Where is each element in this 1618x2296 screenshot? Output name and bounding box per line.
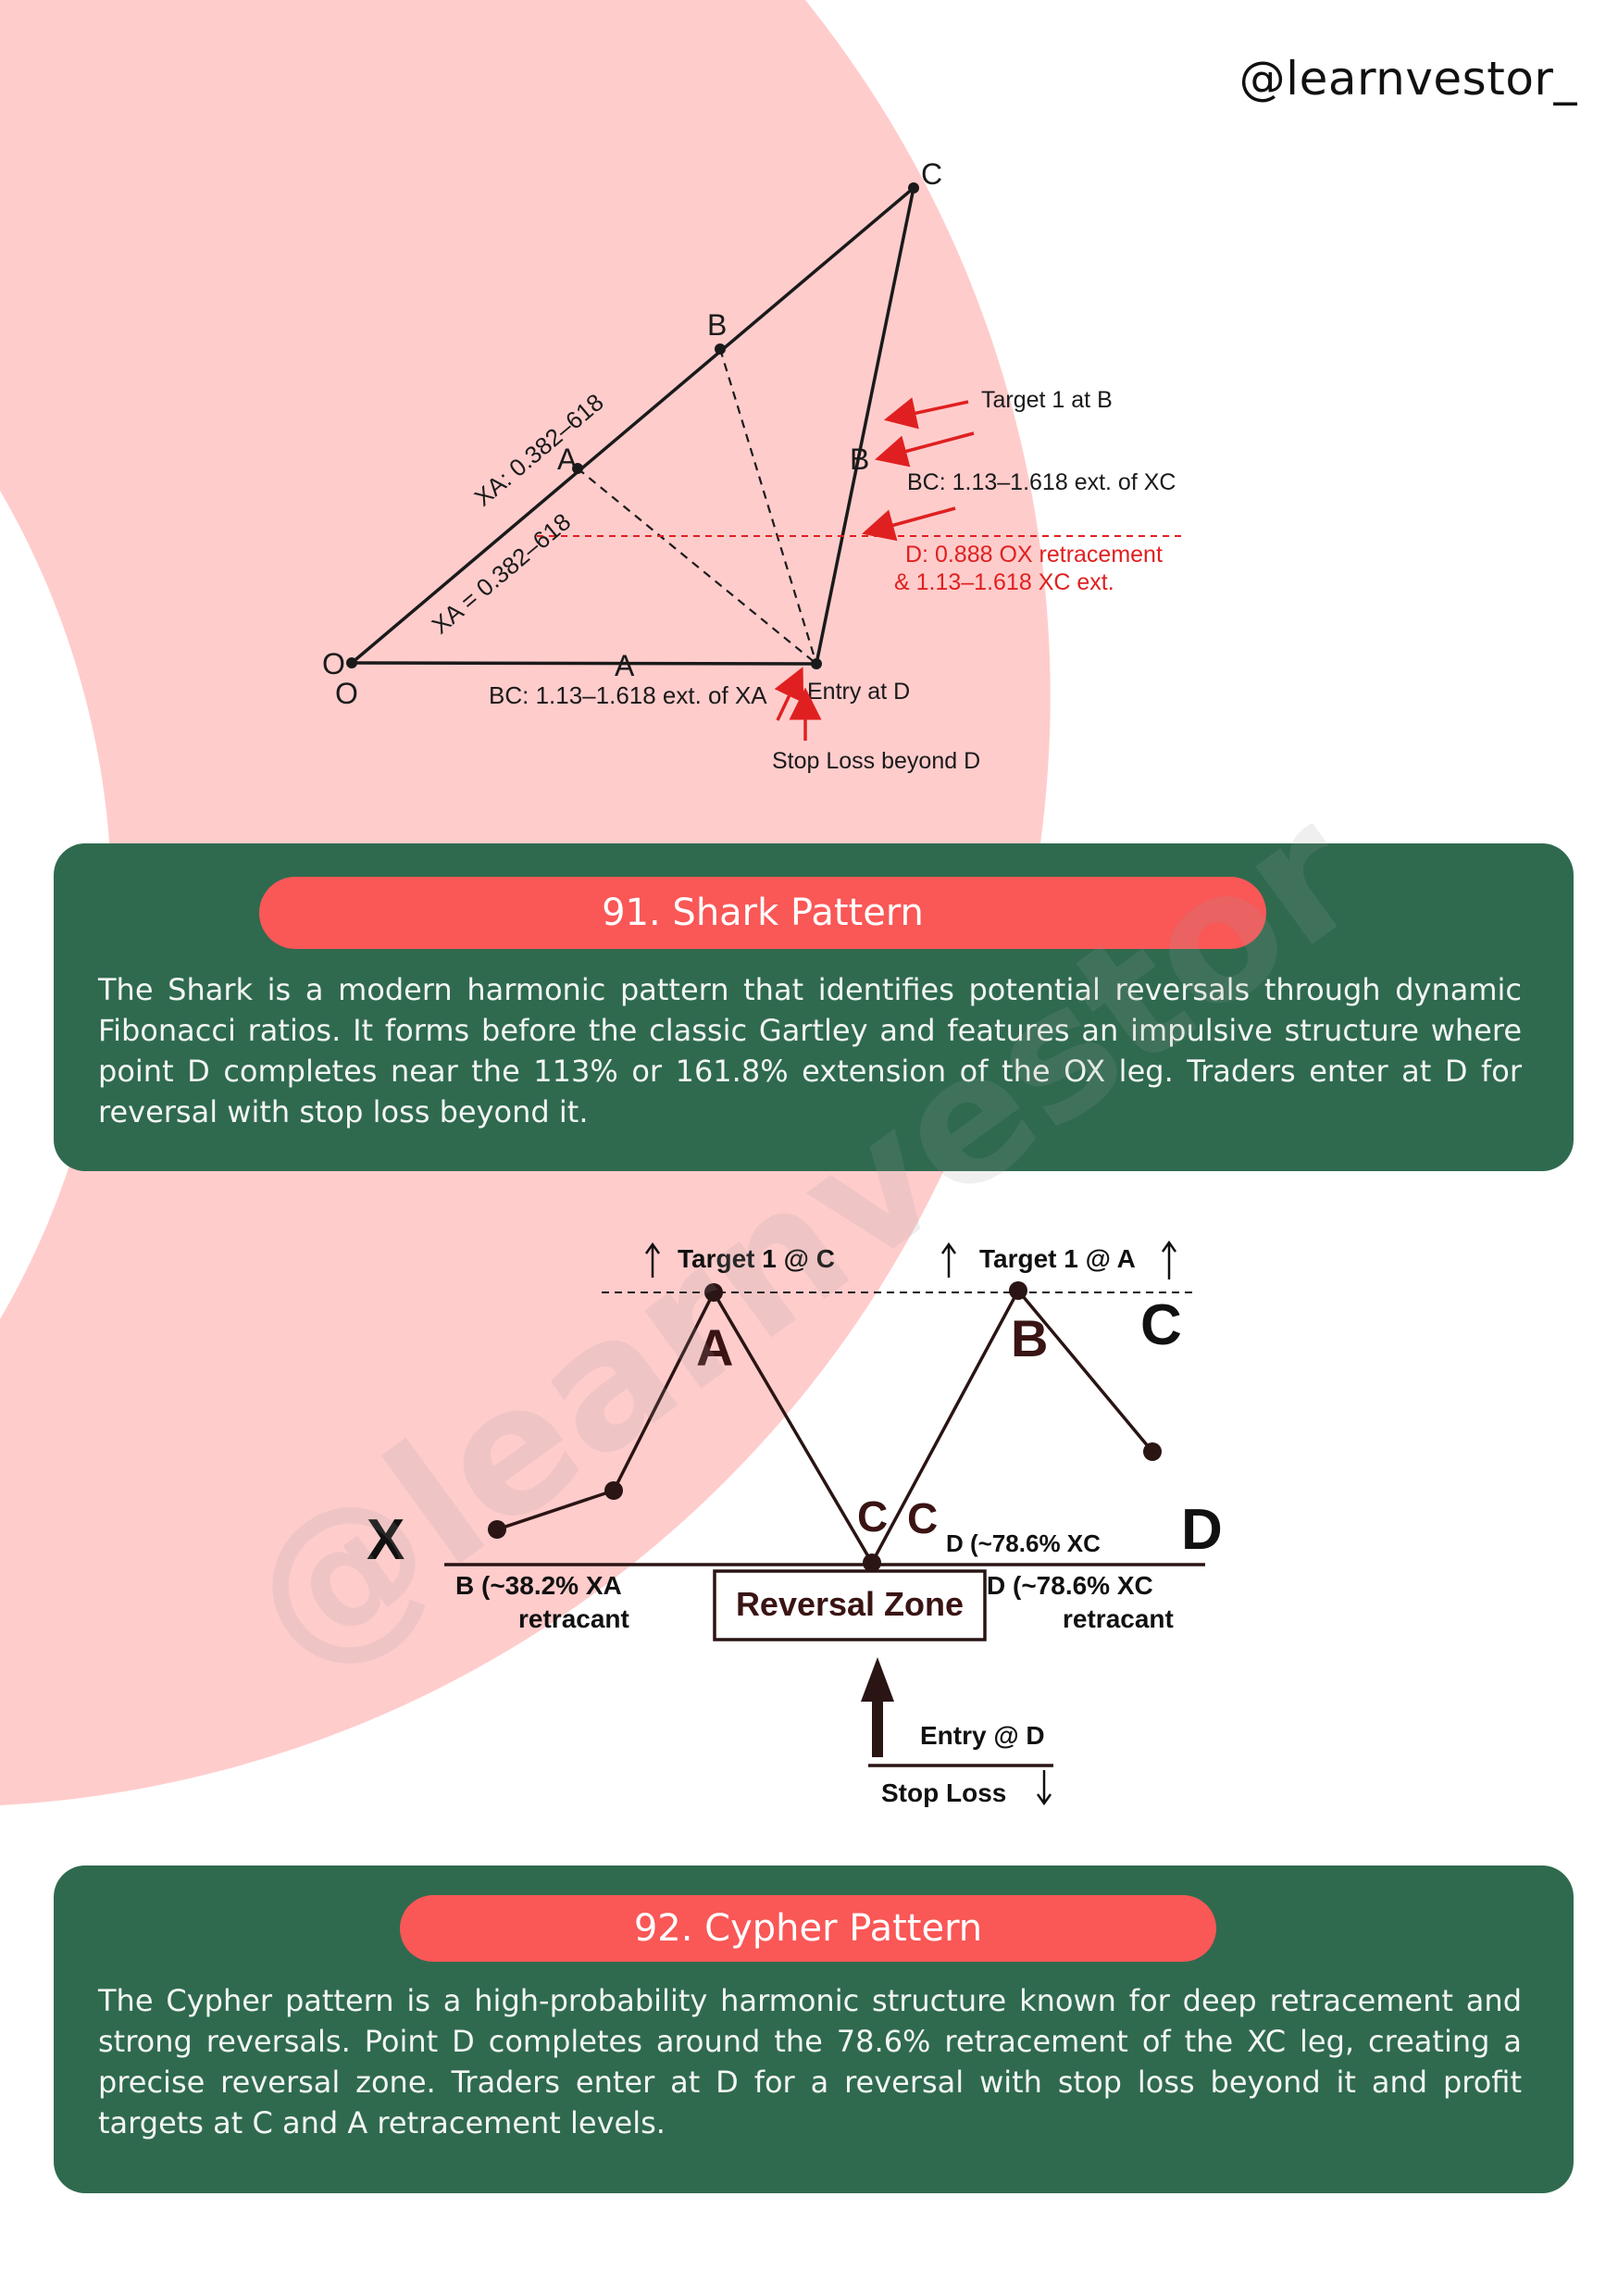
shark-pattern-diagram: C B A O O A B XA: 0.382–618 XA = 0.382–6… (322, 157, 1185, 774)
cypher-point-a (704, 1283, 723, 1302)
shark-label-b-leg: B (850, 443, 869, 476)
shark-dash-b-d (718, 348, 818, 665)
cypher-description: The Cypher pattern is a high-probability… (98, 1983, 1522, 2140)
author-handle: @learnvestor_ (1238, 52, 1577, 106)
shark-d-label-2: & 1.13–1.618 XC ext. (894, 569, 1114, 595)
cypher-label-b: B (1011, 1309, 1048, 1367)
cypher-pattern-diagram: X A B C D C C Target 1 @ C Target 1 @ A … (367, 1240, 1223, 1807)
shark-entry-arrow (774, 667, 804, 721)
cypher-label-c2: C (907, 1494, 938, 1542)
cypher-b-label-1: B (~38.2% XA (455, 1571, 622, 1600)
shark-title-pill: 91. Shark Pattern (259, 877, 1266, 949)
cypher-entry-arrowhead (861, 1657, 894, 1702)
shark-target-arrow (883, 397, 969, 430)
shark-description: The Shark is a modern harmonic pattern t… (98, 972, 1522, 1129)
cypher-reversal-zone-box (713, 1569, 987, 1641)
shark-point-a (572, 463, 583, 474)
cypher-point-c (863, 1554, 881, 1572)
cypher-label-c-big: C (1140, 1293, 1182, 1357)
shark-label-b-top: B (707, 308, 727, 342)
shark-point-c (908, 182, 919, 193)
shark-leg-c-d (815, 187, 915, 665)
cypher-point-b (1009, 1281, 1027, 1300)
shark-point-o (346, 657, 357, 668)
shark-d-arrow (862, 506, 956, 542)
cypher-entry-label: Entry @ D (920, 1721, 1045, 1750)
shark-stop-label: Stop Loss beyond D (772, 748, 980, 774)
cypher-entry-arrow-shaft (872, 1698, 883, 1757)
shark-xa-lower-label: XA = 0.382–618 (427, 507, 577, 639)
cypher-b-label-2: retracant (518, 1604, 629, 1633)
cypher-label-a: A (696, 1318, 733, 1377)
cypher-label-c1: C (857, 1492, 888, 1541)
shark-point-b (715, 343, 726, 355)
shark-label-o2: O (335, 677, 358, 710)
shark-xa-upper-label: XA: 0.382–618 (469, 388, 609, 512)
cypher-point-x2 (604, 1481, 623, 1500)
cypher-point-x (488, 1520, 506, 1539)
cypher-d-label-2: retracant (1063, 1604, 1174, 1633)
cypher-title-pill: 92. Cypher Pattern (400, 1895, 1216, 1962)
cypher-target-c-label: Target 1 @ C (678, 1244, 835, 1273)
shark-entry-label: Entry at D (807, 679, 910, 705)
cypher-description-card: 92. Cypher Pattern The Cypher pattern is… (54, 1866, 1574, 2193)
shark-bc-xa-label: BC: 1.13–1.618 ext. of XA (489, 681, 767, 709)
shark-leg-o-c (350, 186, 915, 665)
shark-d-label-1: D: 0.888 OX retracement (905, 542, 1163, 568)
cypher-stop-label: Stop Loss (881, 1778, 1006, 1807)
shark-description-card: 91. Shark Pattern The Shark is a modern … (54, 843, 1574, 1171)
shark-bc-arrow (875, 431, 975, 468)
shark-dash-a-d (577, 468, 817, 665)
shark-point-d (811, 658, 822, 669)
shark-label-a-bottom: A (615, 649, 635, 682)
shark-leg-o-d (351, 661, 817, 666)
shark-target-label: Target 1 at B (981, 387, 1113, 413)
cypher-d-label-1: D (~78.6% XC (987, 1571, 1153, 1600)
cypher-label-d: D (1181, 1498, 1223, 1562)
cypher-point-end (1143, 1442, 1162, 1461)
cypher-d-upper-label: D (~78.6% XC (946, 1529, 1101, 1557)
shark-label-o1: O (322, 647, 345, 680)
cypher-target-a-label: Target 1 @ A (979, 1244, 1136, 1273)
shark-bc-xc-label: BC: 1.13–1.618 ext. of XC (907, 469, 1176, 495)
cypher-zone-label: Reversal Zone (736, 1585, 964, 1623)
cypher-label-x: X (367, 1508, 404, 1572)
cypher-pattern-path (496, 1287, 1154, 1566)
shark-label-a-top: A (557, 443, 578, 476)
shark-label-c: C (921, 157, 942, 191)
